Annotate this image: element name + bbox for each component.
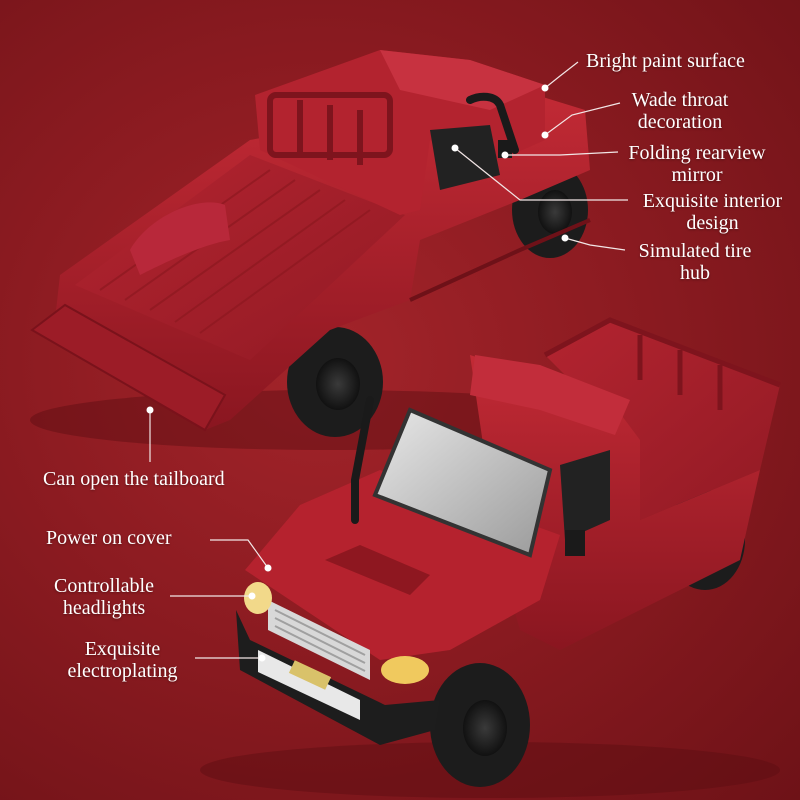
callout-power-cover: Power on cover bbox=[46, 527, 172, 549]
callout-electroplating-line1: Exquisite bbox=[84, 638, 161, 660]
rear-mirror bbox=[498, 140, 512, 158]
callout-tailboard-text: Can open the tailboard bbox=[43, 468, 225, 490]
front-bumper bbox=[236, 610, 440, 745]
bottom-truck-image bbox=[200, 317, 781, 798]
callout-bright-paint-text: Bright paint surface bbox=[586, 50, 745, 72]
callout-folding-mirror-line1: Folding rearview bbox=[628, 142, 766, 164]
truck-bed bbox=[75, 155, 405, 360]
hood-scoop bbox=[325, 545, 430, 595]
callout-headlights-line1: Controllable bbox=[54, 575, 154, 597]
callout-wade-throat: Wade throat decoration bbox=[615, 89, 745, 133]
callout-wade-throat-line1: Wade throat bbox=[631, 89, 729, 111]
top-rear-tire bbox=[287, 327, 383, 437]
callout-wade-throat-line2: decoration bbox=[637, 111, 723, 133]
callout-interior-line2: design bbox=[686, 212, 739, 234]
top-truck-image bbox=[30, 50, 630, 450]
callout-bright-paint: Bright paint surface bbox=[586, 50, 745, 72]
callout-tire-hub-line2: hub bbox=[680, 262, 710, 284]
callout-headlights-line2: headlights bbox=[62, 597, 146, 619]
callout-dots bbox=[146, 84, 569, 662]
callout-tire-hub: Simulated tire hub bbox=[625, 240, 765, 284]
headlight-right bbox=[381, 656, 429, 684]
tailboard bbox=[30, 303, 227, 432]
callout-power-cover-text: Power on cover bbox=[46, 527, 172, 549]
snorkel bbox=[466, 92, 519, 154]
callout-leaders bbox=[149, 61, 628, 659]
callout-folding-mirror-line2: mirror bbox=[671, 164, 723, 186]
callout-tailboard: Can open the tailboard bbox=[43, 468, 225, 490]
front-mirror bbox=[565, 530, 585, 556]
headlight-left bbox=[244, 582, 272, 614]
callout-folding-mirror: Folding rearview mirror bbox=[617, 142, 777, 186]
callout-interior-line1: Exquisite interior bbox=[642, 190, 783, 212]
windshield bbox=[372, 407, 553, 558]
callout-electroplating-line2: electroplating bbox=[67, 660, 178, 682]
callout-headlights: Controllable headlights bbox=[38, 575, 170, 619]
bottom-front-tire bbox=[430, 663, 530, 787]
callout-interior: Exquisite interior design bbox=[630, 190, 795, 234]
callout-tire-hub-line1: Simulated tire bbox=[638, 240, 752, 262]
callout-electroplating: Exquisite electroplating bbox=[50, 638, 195, 682]
